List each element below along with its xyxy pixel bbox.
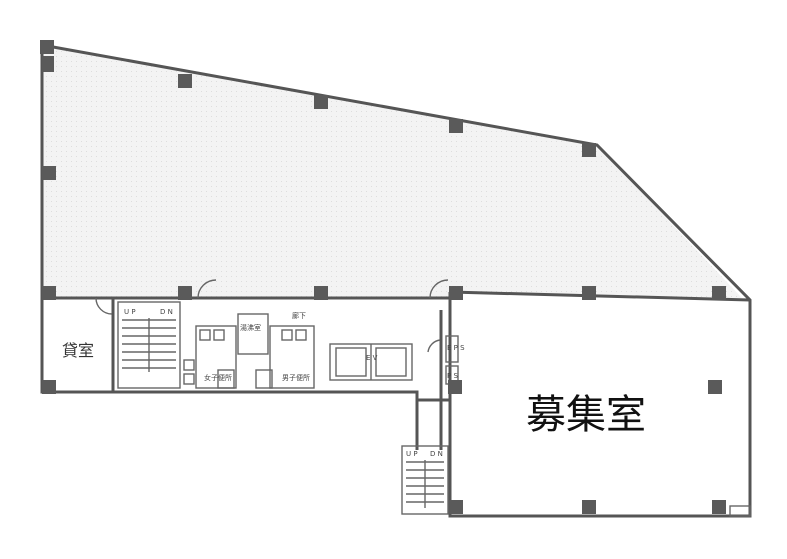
sink-2 [183, 373, 195, 385]
column [449, 286, 463, 300]
womens-toilet [195, 325, 237, 389]
stair-left-dn-label: D N [160, 308, 173, 316]
womens-toilet-label: 女子便所 [204, 373, 232, 382]
column [42, 166, 56, 180]
vacancy-top-wall [449, 290, 751, 302]
door-arc-2 [429, 279, 449, 299]
toilet-booth-1 [217, 369, 235, 389]
column [448, 380, 462, 394]
column [178, 286, 192, 300]
column [314, 286, 328, 300]
mens-toilet-label: 男子便所 [282, 373, 310, 382]
stair-left-treads [122, 318, 176, 372]
column [42, 56, 54, 72]
leased-office-area [42, 45, 742, 298]
elevator-label: E V [366, 354, 378, 362]
column [712, 286, 726, 300]
column [582, 286, 596, 300]
column [582, 143, 596, 157]
column [178, 74, 192, 88]
eps-label: E P S [447, 344, 465, 352]
door-arc-1 [197, 279, 217, 299]
toilet-fixture-4 [295, 329, 307, 341]
column [42, 380, 56, 394]
stair-lower-treads [406, 460, 444, 508]
toilet-booth-2 [255, 369, 273, 389]
column [449, 119, 463, 133]
corridor-label: 廊下 [292, 311, 306, 320]
toilet-fixture-2 [213, 329, 225, 341]
column [314, 95, 328, 109]
supply-room-label: 湯沸室 [240, 323, 261, 332]
column [449, 500, 463, 514]
column [582, 500, 596, 514]
stair-left-up-label: U P [124, 308, 136, 316]
column [40, 40, 54, 54]
stair-lower-up-label: U P [406, 450, 418, 458]
column [42, 286, 56, 300]
door-arc-3 [95, 297, 113, 315]
leased-room-label: 貸室 [62, 341, 94, 360]
mens-toilet [269, 325, 315, 389]
stair-lower-dn-label: D N [430, 450, 443, 458]
stair-lower [401, 445, 449, 515]
ps-label: P S [447, 372, 458, 380]
supply-room [237, 313, 269, 355]
eps-room [445, 335, 459, 363]
stair-left [117, 301, 181, 389]
vacancy-room-label: 募集室 [526, 392, 646, 438]
elevator-car-1 [335, 347, 367, 377]
door-arc-4 [427, 339, 441, 353]
sink-1 [183, 359, 195, 371]
elevator-car-2 [375, 347, 407, 377]
toilet-fixture-3 [281, 329, 293, 341]
toilet-fixture-1 [199, 329, 211, 341]
column-notch [729, 505, 751, 517]
column [708, 380, 722, 394]
column [712, 500, 726, 514]
